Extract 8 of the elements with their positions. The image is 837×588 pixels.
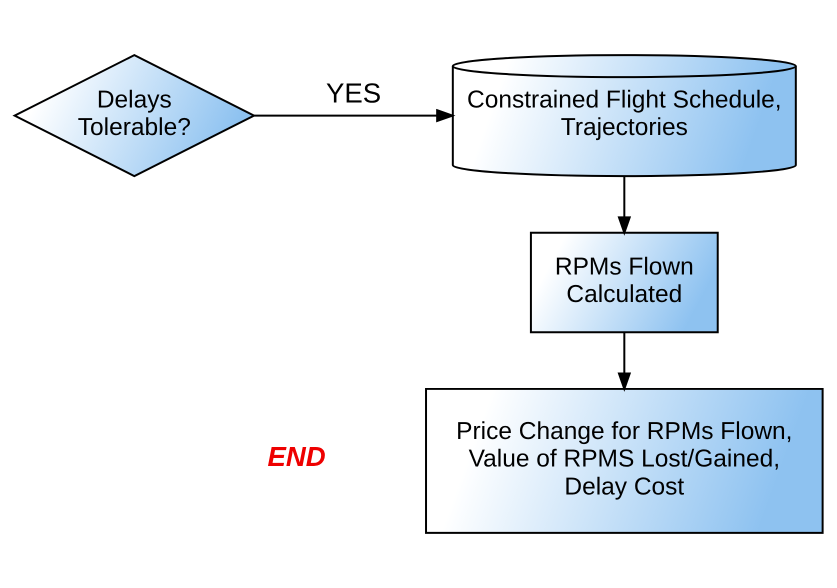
node-box: Price Change for RPMs Flown, Value of RPMS Lost/Gained, Delay Cost bbox=[425, 388, 824, 534]
edge-label: YES bbox=[326, 77, 382, 108]
arrow bbox=[618, 332, 632, 392]
node-diamond: Delays Tolerable? bbox=[12, 54, 256, 178]
node-label: END bbox=[268, 441, 326, 472]
node-box: RPMs Flown Calculated bbox=[530, 232, 719, 334]
arrow bbox=[618, 176, 632, 236]
arrow bbox=[254, 108, 456, 122]
